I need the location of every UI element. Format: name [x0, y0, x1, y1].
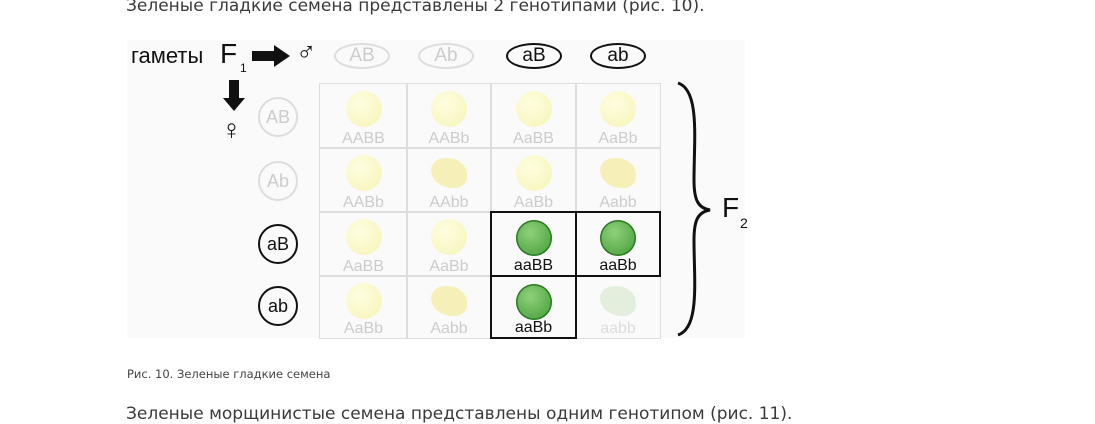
genotype-label: AaBb [429, 257, 469, 275]
female-gamete: Ab [258, 161, 298, 201]
genotype-label: AaBB [513, 129, 554, 147]
punnett-cell: AABb [406, 83, 492, 149]
punnett-cell: AaBb [490, 147, 577, 213]
right-arrow-icon [252, 45, 290, 67]
yellow-smooth-seed-icon [431, 91, 467, 128]
green-smooth-seed-icon [600, 220, 636, 257]
green-wrinkled-seed-icon [600, 286, 636, 317]
punnett-cell: aaBb [490, 275, 577, 339]
male-gamete: aB [506, 43, 562, 69]
punnett-cell: AaBb [575, 83, 661, 149]
punnett-cell: AaBb [319, 275, 408, 339]
punnett-cell: AaBb [406, 211, 492, 277]
genotype-label: AaBb [343, 319, 384, 337]
genotype-label: AABb [343, 193, 384, 211]
female-gamete: aB [258, 224, 298, 264]
genotype-label: Aabb [599, 193, 637, 211]
genotype-label: AABb [428, 129, 470, 147]
punnett-cell: aaBb [575, 211, 661, 277]
male-gamete: AB [334, 43, 390, 69]
punnett-cell: aabb [575, 275, 661, 339]
punnett-cell: Aabb [575, 147, 661, 213]
yellow-wrinkled-seed-icon [431, 158, 467, 189]
female-gamete: ab [258, 286, 298, 326]
genotype-label: aaBb [599, 256, 637, 274]
paragraph-after: Зеленые морщинистые семена представлены … [126, 404, 793, 424]
yellow-smooth-seed-icon [345, 155, 382, 192]
yellow-smooth-seed-icon [431, 219, 467, 256]
f2-label: F [722, 192, 740, 223]
punnett-cell: AABB [319, 83, 408, 149]
yellow-wrinkled-seed-icon [600, 158, 636, 189]
punnett-cell: aaBB [490, 211, 577, 277]
yellow-smooth-seed-icon [515, 91, 552, 128]
genotype-label: aaBb [514, 318, 553, 336]
male-symbol: ♂ [296, 37, 317, 67]
punnett-cell: AAbb [406, 147, 492, 213]
genotype-label: aaBB [513, 256, 554, 274]
genotype-label: Aabb [430, 319, 468, 337]
down-arrow-icon [223, 80, 245, 111]
f1-subscript: 1 [240, 61, 247, 75]
green-smooth-seed-icon [515, 284, 552, 321]
yellow-smooth-seed-icon [345, 283, 382, 320]
yellow-wrinkled-seed-icon [431, 286, 467, 317]
green-smooth-seed-icon [515, 220, 552, 257]
genotype-label: AaBb [598, 129, 638, 147]
male-gamete: ab [590, 43, 646, 69]
yellow-smooth-seed-icon [515, 155, 552, 192]
f2-subscript: 2 [740, 215, 748, 231]
yellow-smooth-seed-icon [345, 219, 382, 256]
genotype-label: AAbb [429, 193, 469, 211]
female-symbol: ♀ [221, 114, 242, 145]
paragraph-before: Зеленые гладкие семена представлены 2 ге… [126, 0, 705, 16]
female-gamete: AB [258, 97, 298, 137]
genotype-label: AABB [342, 129, 385, 147]
figure-caption: Рис. 10. Зеленые гладкие семена [127, 367, 331, 381]
male-gamete: Ab [418, 43, 474, 69]
genotype-label: aabb [600, 319, 636, 337]
punnett-cell: AaBB [490, 83, 577, 149]
punnett-cell: Aabb [406, 275, 492, 339]
gametes-label: гаметы [131, 43, 204, 68]
brace-icon [677, 81, 711, 337]
punnett-cell: AABb [319, 147, 408, 213]
genotype-label: AaBB [343, 257, 384, 275]
f1-label: F [220, 38, 238, 69]
punnett-cell: AaBB [319, 211, 408, 277]
genotype-label: AaBb [513, 193, 554, 211]
yellow-smooth-seed-icon [345, 91, 382, 128]
yellow-smooth-seed-icon [600, 91, 636, 128]
